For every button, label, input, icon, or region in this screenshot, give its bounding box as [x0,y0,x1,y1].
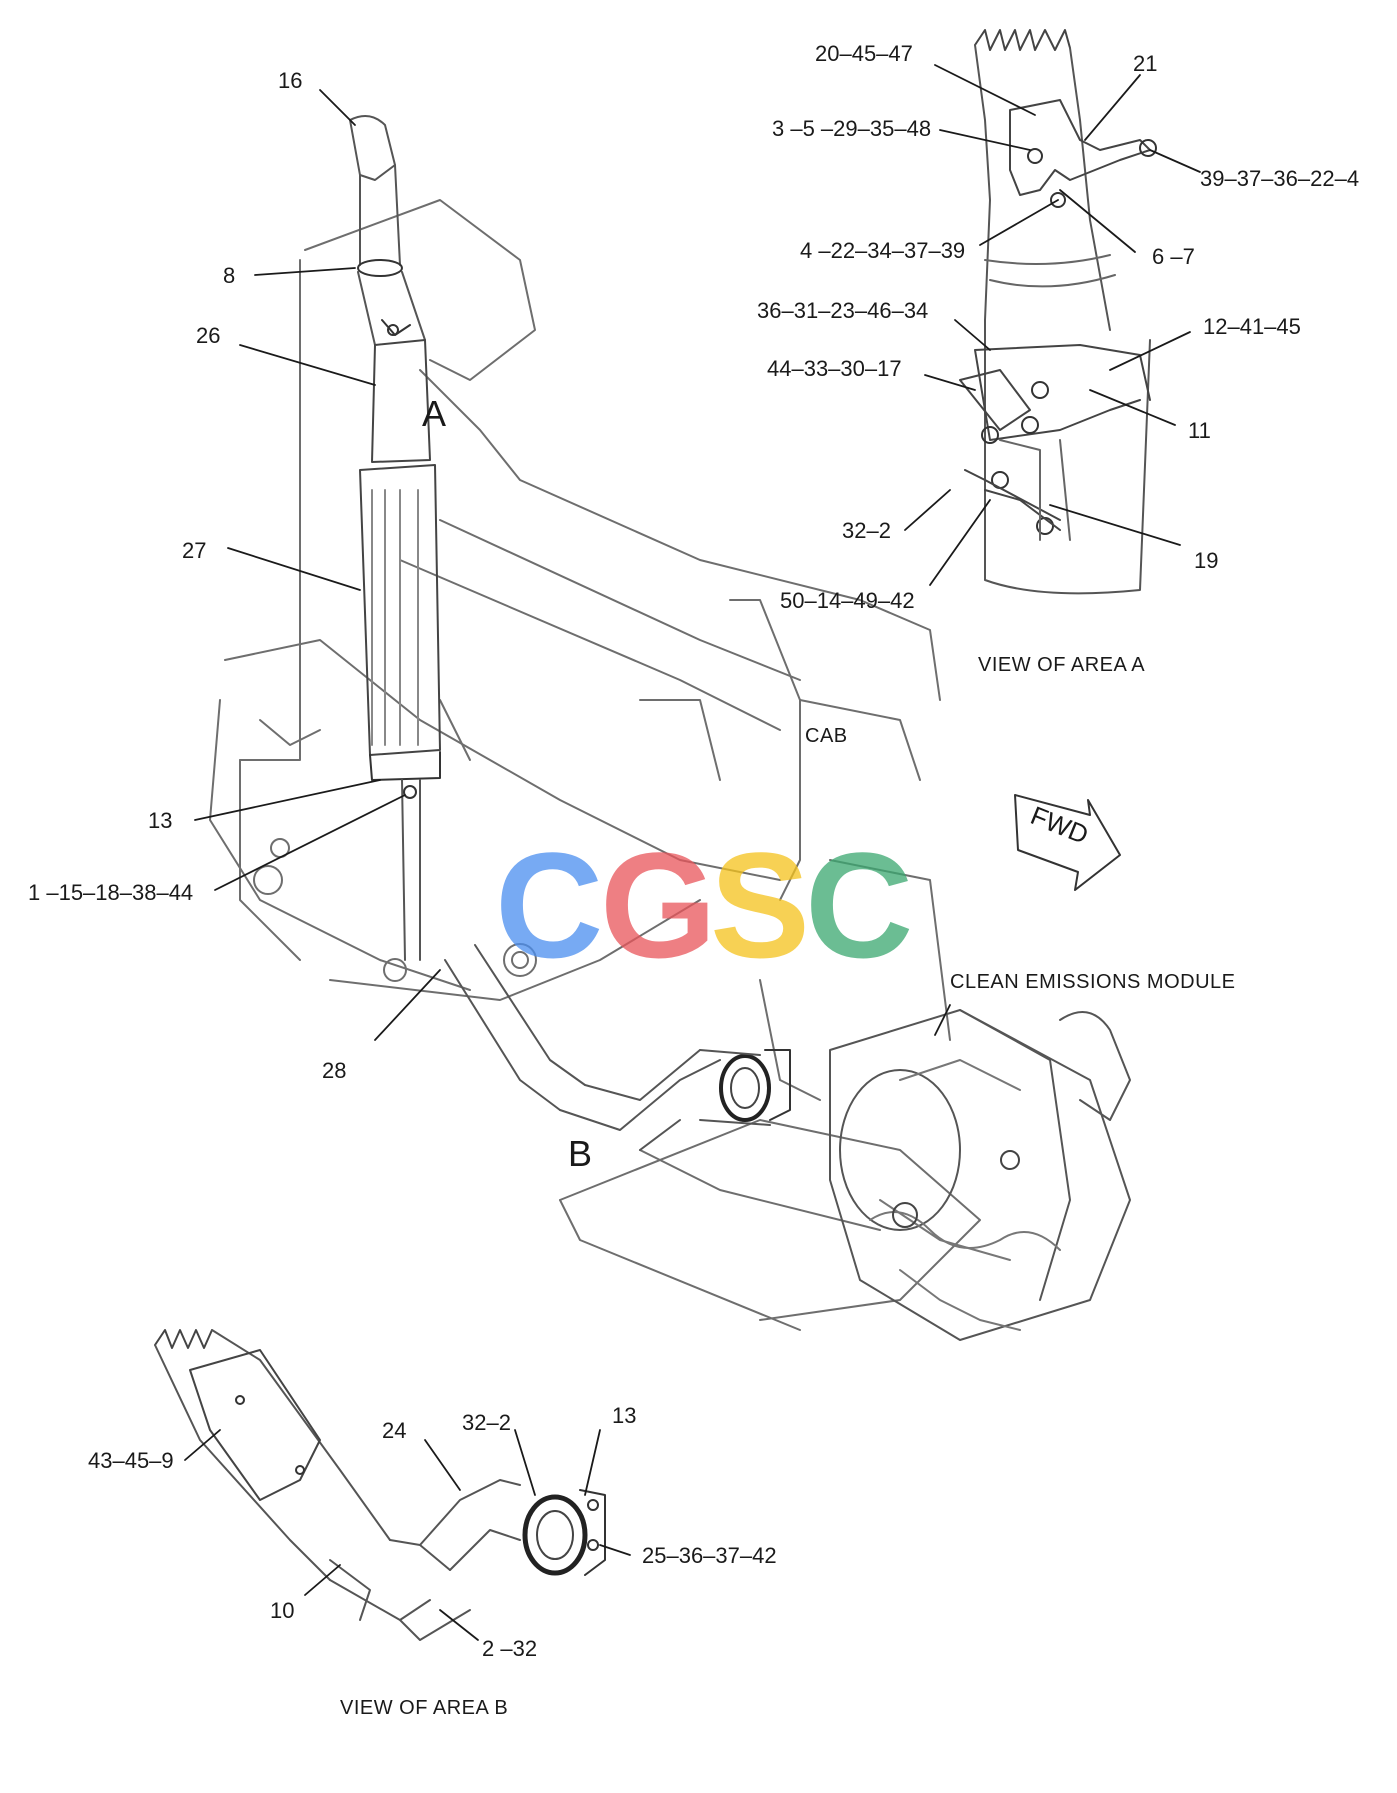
machine-frame [209,199,981,1331]
label-24: 24 [382,1418,407,1443]
exhaust-pipe [444,944,791,1151]
clean-emissions-module [829,1009,1131,1341]
fwd-arrow-icon [1014,794,1121,891]
view-of-area-a-caption: VIEW OF AREA A [978,654,1146,676]
label-32-2-a: 32–2 [842,518,891,543]
area-b-marker: B [568,1133,593,1174]
label-4-22-34-37-39: 4 –22–34–37–39 [800,238,966,263]
label-20-45-47: 20–45–47 [815,41,913,66]
view-a-drawing [959,29,1157,595]
label-8: 8 [223,263,236,288]
label-19: 19 [1194,548,1219,573]
label-43-45-9: 43–45–9 [88,1448,174,1473]
watermark-letter-c2: C [805,821,914,989]
label-3-5-29-35-48: 3 –5 –29–35–48 [772,116,932,141]
label-26: 26 [196,323,221,348]
label-2-32: 2 –32 [482,1636,538,1661]
label-13-main: 13 [148,808,173,833]
label-25-36-37-42: 25–36–37–42 [642,1543,777,1568]
label-32-2-b: 32–2 [462,1410,511,1435]
label-50-14-49-42: 50–14–49–42 [780,588,915,613]
label-13-b: 13 [612,1403,637,1428]
label-36-31-23-46-34: 36–31–23–46–34 [757,298,929,323]
label-27: 27 [182,538,207,563]
view-b-drawing [154,1329,606,1641]
label-11: 11 [1188,418,1211,443]
leader-lines [184,64,1201,1641]
watermark-letter-s: S [710,821,811,989]
label-6-7: 6 –7 [1152,244,1195,269]
label-21: 21 [1133,51,1158,76]
label-16: 16 [278,68,303,93]
label-28: 28 [322,1058,347,1083]
watermark-letter-c1: C [495,821,604,989]
view-of-area-b-caption: VIEW OF AREA B [340,1697,509,1719]
label-1-15-18-38-44: 1 –15–18–38–44 [28,880,194,905]
area-a-marker: A [422,393,447,434]
label-10: 10 [270,1598,295,1623]
exhaust-stack [349,115,441,961]
cab-label: CAB [805,725,848,747]
label-44-33-30-17: 44–33–30–17 [767,356,902,381]
label-39-37-36-22-4: 39–37–36–22–4 [1200,166,1360,191]
label-12-41-45: 12–41–45 [1203,314,1301,339]
watermark-letter-g: G [600,821,717,989]
clean-emissions-module-label: CLEAN EMISSIONS MODULE [950,971,1236,993]
